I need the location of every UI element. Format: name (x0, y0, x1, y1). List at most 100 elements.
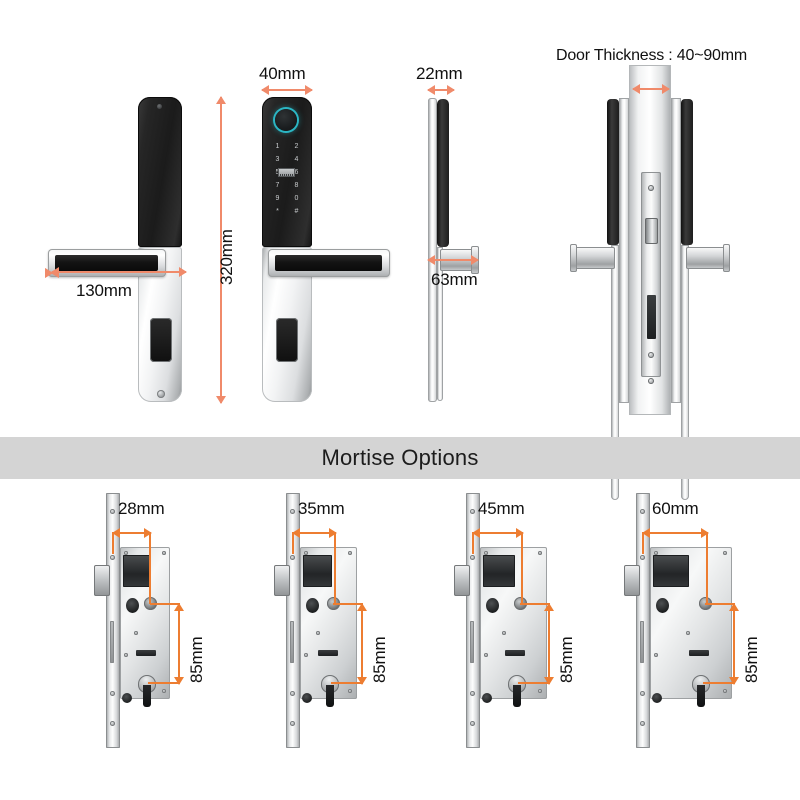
faceplate-strike-slot (110, 621, 114, 663)
key-5[interactable]: 5 (268, 166, 287, 179)
mortise-deadbolt-slot (136, 650, 156, 656)
mortise-cylinder-hole (508, 675, 526, 693)
key-6[interactable]: 6 (294, 169, 299, 176)
mortise-lower-hole (652, 693, 662, 703)
mortise-case-screw-3 (686, 631, 690, 635)
faceplate-hole-bottom (470, 721, 475, 726)
dimension-label-63mm: 63mm (431, 270, 478, 289)
mortise-case-screw-5 (723, 689, 727, 693)
rear-sensor-icon (157, 104, 162, 109)
mortise-center-label-1: 85mm (187, 636, 206, 683)
rear-card-slot (150, 318, 172, 362)
mortise-backset-tick-right (149, 532, 151, 604)
mortise-case-screw-2 (723, 551, 727, 555)
fingerprint-icon[interactable] (275, 109, 297, 131)
mortise-keyway (697, 685, 705, 707)
faceplate-strike-slot (470, 621, 474, 663)
mortise-center-tick-bottom (331, 682, 363, 684)
key-4[interactable]: 4 (294, 156, 299, 163)
door-mortise-faceplate (641, 172, 661, 377)
mortise-lower-hole (122, 693, 132, 703)
mortise-center-label-4: 85mm (742, 636, 761, 683)
mortise-backset-arrow-2 (292, 528, 337, 538)
mortise-option-3: 45mm 85mm (450, 493, 595, 753)
dimension-label-22mm: 22mm (416, 64, 463, 83)
door-thickness-title: Door Thickness : 40~90mm (556, 47, 747, 64)
dimension-arrow-22mm (427, 85, 455, 95)
mortise-spindle-hole (306, 598, 319, 613)
key-0[interactable]: 0 (294, 195, 299, 202)
rear-panel-black-body (138, 97, 182, 247)
mortise-center-arrow-4 (729, 603, 739, 685)
key-8[interactable]: 8 (294, 182, 299, 189)
view-side-profile: 22mm 63mm (0, 0, 540, 430)
mortise-case-screw-1 (484, 551, 488, 555)
mortise-options-banner: Mortise Options (0, 437, 800, 479)
rear-round-button (157, 390, 165, 398)
card-reader-icon (278, 168, 295, 177)
key-1[interactable]: 1 (275, 143, 280, 150)
faceplate-screw-bottom (648, 378, 654, 384)
key-9[interactable]: 9 (275, 195, 280, 202)
mortise-backset-label-3: 45mm (478, 499, 525, 518)
mortise-deadbolt-slot (689, 650, 709, 656)
door-right-panel (671, 98, 693, 500)
mortise-backset-arrow-1 (112, 528, 152, 538)
mortise-keyway (143, 685, 151, 707)
mortise-spindle-hole (656, 598, 669, 613)
mortise-backset-label-1: 28mm (118, 499, 165, 518)
mortise-center-label-2: 85mm (370, 636, 389, 683)
mortise-case-screw-4 (654, 653, 658, 657)
front-handle-inlay (275, 255, 382, 271)
mortise-lower-hole (482, 693, 492, 703)
key-3[interactable]: 3 (275, 156, 280, 163)
key-star[interactable]: * (276, 208, 279, 215)
faceplate-hole-lower (640, 691, 645, 696)
mortise-backset-tick-right (706, 532, 708, 604)
faceplate-hole-bottom (640, 721, 645, 726)
mortise-center-label-3: 85mm (557, 636, 576, 683)
mortise-option-2: 35mm 85mm (270, 493, 410, 753)
view-door-section: Door Thickness : 40~90mm (556, 47, 747, 500)
dimension-arrow-40mm (261, 85, 313, 95)
dimension-arrow-130mm (51, 267, 187, 277)
mortise-backset-tick-left (642, 532, 644, 554)
door-left-black (607, 99, 619, 245)
faceplate-hole-top (640, 509, 645, 514)
faceplate-hole-bottom (290, 721, 295, 726)
mortise-backset-tick-left (112, 532, 114, 554)
mortise-spindle-hole (126, 598, 139, 613)
mortise-center-tick-top (705, 603, 735, 605)
door-right-black (681, 99, 693, 245)
mortise-backset-label-2: 35mm (298, 499, 345, 518)
keypad[interactable]: 1 2 3 4 5 6 7 8 9 0 * # (268, 140, 306, 218)
mortise-case-screw-3 (134, 631, 138, 635)
dimension-arrow-door-thickness (632, 84, 670, 94)
dimension-arrow-320mm (216, 96, 226, 404)
mortise-backset-arrow-3 (472, 528, 524, 538)
mortise-lower-hole (302, 693, 312, 703)
mortise-case-screw-5 (162, 689, 166, 693)
mortise-latch-bolt (454, 565, 470, 596)
mortise-center-tick-top (520, 603, 550, 605)
door-latch-bolt (645, 218, 658, 244)
mortise-option-1: 28mm 85mm (90, 493, 230, 753)
mortise-center-tick-top (150, 603, 180, 605)
mortise-center-tick-bottom (703, 682, 735, 684)
side-panel-spine (428, 98, 437, 402)
dimension-arrow-63mm (427, 255, 479, 265)
mortise-case-screw-1 (124, 551, 128, 555)
door-right-steel-lower (681, 245, 689, 500)
key-hash[interactable]: # (294, 208, 299, 215)
door-left-steel (619, 98, 629, 403)
key-7[interactable]: 7 (275, 182, 280, 189)
side-panel-black-profile (437, 99, 449, 247)
mortise-cylinder-hole (321, 675, 339, 693)
key-2[interactable]: 2 (294, 143, 299, 150)
mortise-backset-tick-left (472, 532, 474, 554)
faceplate-screw-top (648, 185, 654, 191)
mortise-option-4: 60mm 85mm (620, 493, 780, 753)
faceplate-hole-top (470, 509, 475, 514)
mortise-keyway (326, 685, 334, 707)
mortise-faceplate (286, 493, 300, 748)
